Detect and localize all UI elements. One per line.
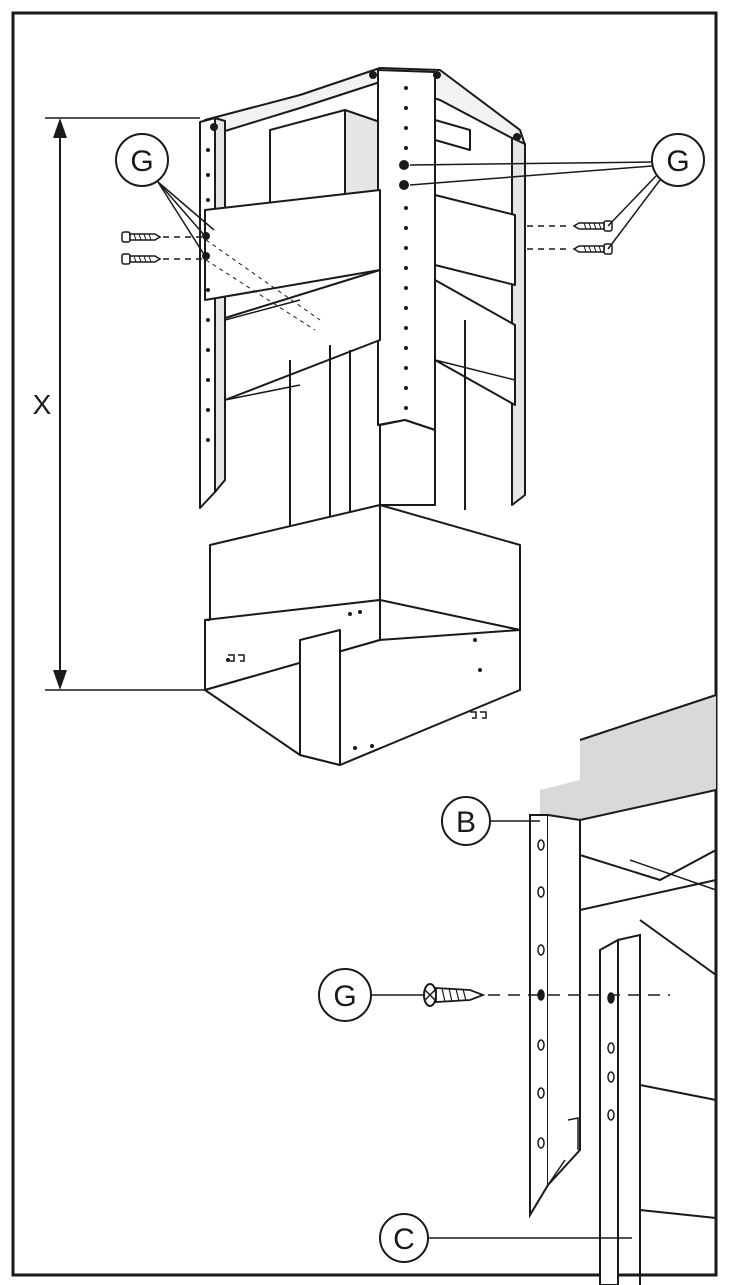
upright-front [377,69,436,431]
bottom-post [299,629,341,766]
hidden-guides [205,239,321,331]
band-upper-right [434,194,516,286]
callout-c: C [379,1213,632,1263]
screw-icon [121,253,162,265]
screw-group-right [527,220,613,255]
screw-icon [423,983,486,1007]
screw-icon [572,243,613,255]
upright-right [511,137,526,506]
callout-label: B [456,806,476,839]
detail-top-shade [580,695,716,820]
upright-left-inner [214,117,226,493]
screw-point-lower [399,180,409,190]
dimension-arrow-top [53,118,67,138]
screw-icon [572,220,613,232]
dimension-arrow-bottom [53,670,67,690]
band-middle-right [434,279,516,406]
detail-view: G B C [318,694,717,1285]
band-middle-left [224,269,381,401]
diagram-frame [11,11,718,1277]
bracket-b-holes [537,839,545,1149]
callout-label: G [666,145,689,178]
slot-marks [228,654,487,719]
dimension-x: X [33,117,205,691]
callout-label: C [393,1223,415,1256]
callout-g-top-right: G [409,133,705,250]
screw-point-upper [399,160,409,170]
rim-rivets [210,71,521,141]
callout-label: G [130,145,153,178]
bracket-c-holes [607,992,615,1121]
front-upright-holes [202,86,482,750]
callout-b: B [441,796,540,846]
screw-group-left [121,231,204,265]
callout-label: G [333,980,356,1013]
bracket-b [529,814,549,1219]
dimension-label: X [33,389,52,420]
screw-icon [121,231,162,243]
callout-g-top-left: G [115,133,215,257]
chimney-frame-assembly [199,67,526,766]
callout-g-detail: G [318,968,424,1022]
